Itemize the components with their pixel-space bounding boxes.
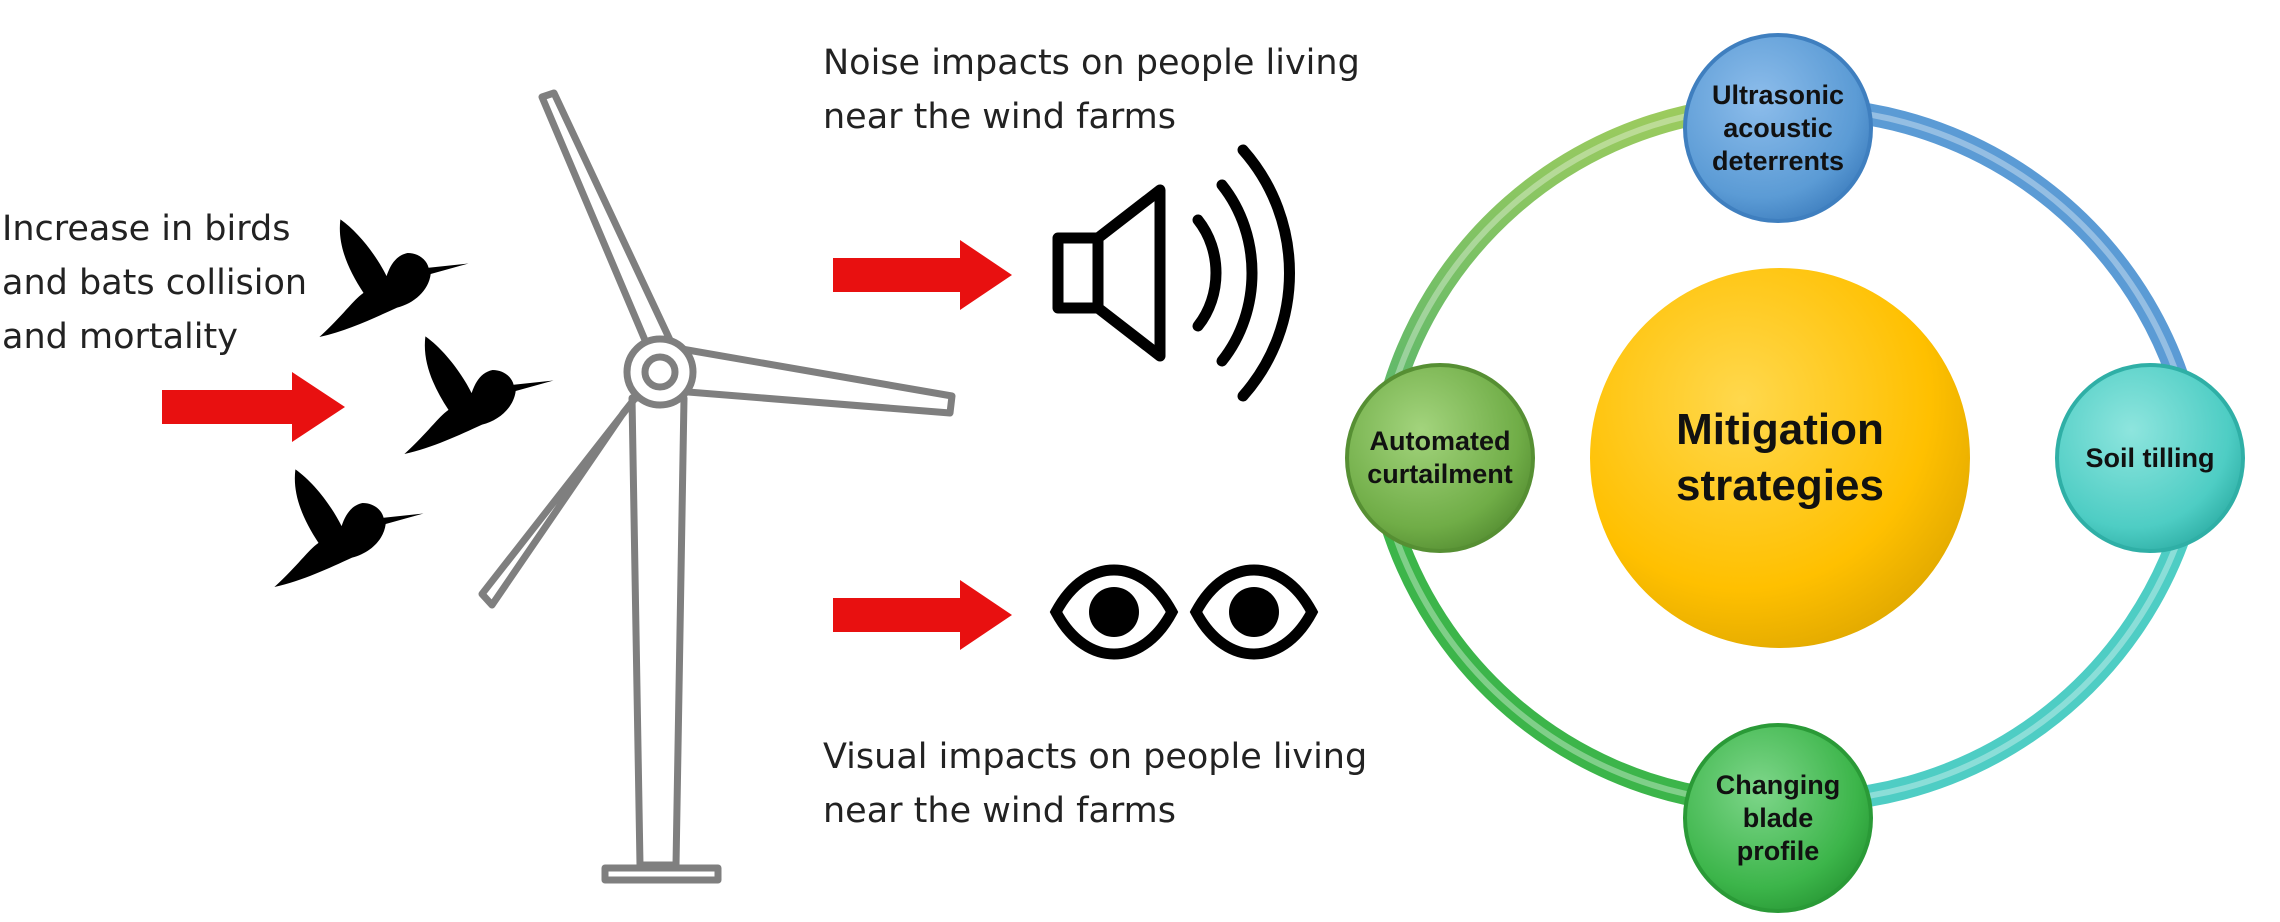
birds-label-line: and mortality [2,317,238,357]
node-soil-circle [2055,363,2245,553]
center-label-line: Mitigation [1676,405,1884,454]
eye-icon [1056,570,1172,654]
mitigation-center-circle [1586,264,1974,652]
node-label-line: deterrents [1711,145,1845,176]
center-label-line: strategies [1676,461,1884,510]
visual-label-line: Visual impacts on people living [823,737,1368,777]
node-ultrasonic-label: Ultrasonic acoustic deterrents [1688,48,1868,208]
node-blade-label: Changing blade profile [1688,738,1868,898]
birds-label-line: Increase in birds [2,209,291,249]
arrow-icon [162,372,345,442]
wind-turbine-icon [478,89,956,884]
node-label-line: curtailment [1367,459,1513,489]
birds-impact-label: Increase in birds and bats collision and… [2,202,307,364]
node-label-line: Soil tilling [2085,442,2215,473]
mitigation-ring [1379,99,2196,811]
bird-icon [319,219,469,337]
node-soil-label: Soil tilling [2060,418,2240,498]
node-label-line: profile [1736,835,1820,866]
arrow-icon [833,580,1012,650]
node-label-line: blade [1742,802,1814,833]
bird-icon [404,336,554,454]
noise-label-line: near the wind farms [823,97,1176,137]
node-blade-circle [1683,723,1873,913]
node-curtailment-label: Automated curtailment [1350,398,1530,518]
node-label-line: Ultrasonic [1711,79,1845,110]
node-label-line: Automated [1369,426,1511,456]
noise-impact-label: Noise impacts on people living near the … [823,36,1360,144]
node-label-line: acoustic [1723,112,1833,143]
bird-icon [274,469,424,587]
mitigation-center-label: Mitigation strategies [1620,358,1940,558]
speaker-icon [1052,144,1295,402]
arrow-icon [833,240,1012,310]
visual-impact-label: Visual impacts on people living near the… [823,730,1367,838]
noise-label-line: Noise impacts on people living [823,43,1360,83]
eye-icon [1196,570,1312,654]
node-curtailment-circle [1345,363,1535,553]
node-label-line: Changing [1715,769,1841,800]
visual-label-line: near the wind farms [823,791,1176,831]
birds-label-line: and bats collision [2,263,308,303]
node-ultrasonic-circle [1683,33,1873,223]
